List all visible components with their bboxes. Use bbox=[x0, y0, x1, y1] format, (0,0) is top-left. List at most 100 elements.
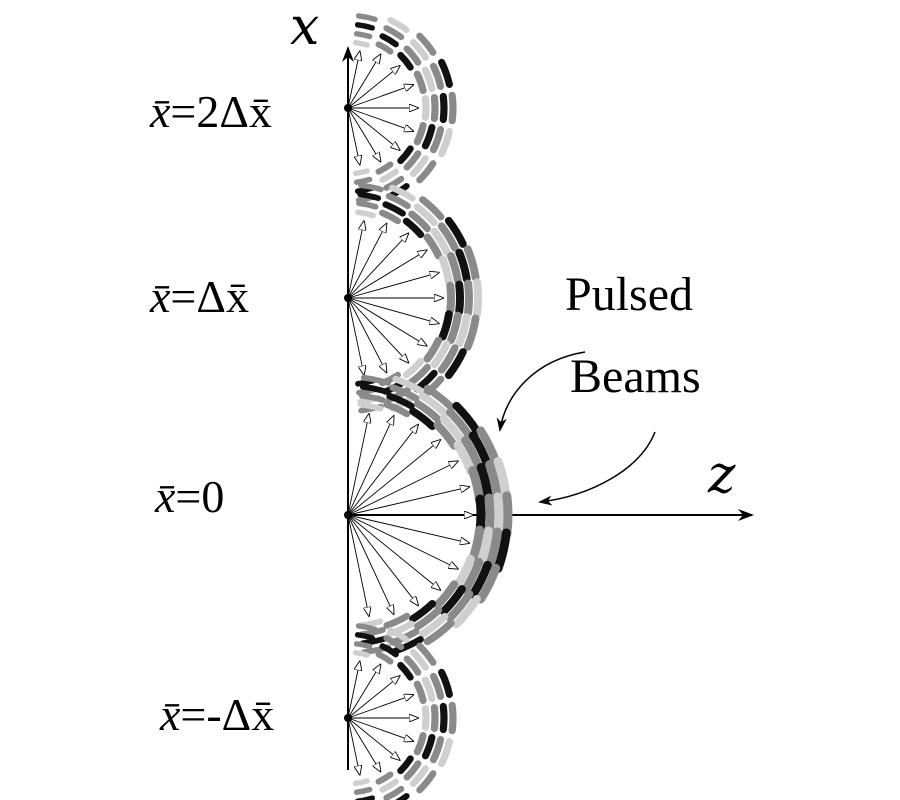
pulse-wavefront bbox=[423, 233, 443, 260]
pulse-wavefront bbox=[429, 672, 445, 700]
callout-line-1: Pulsed bbox=[565, 268, 693, 321]
beam-arrow bbox=[347, 461, 458, 516]
beam-arrow bbox=[347, 233, 408, 299]
pulse-wavefront bbox=[379, 778, 399, 793]
pulse-wavefront bbox=[409, 765, 429, 787]
origin-label-2dx: x̄=2Δx̄ bbox=[149, 86, 272, 137]
beam-arrow bbox=[347, 514, 369, 616]
pulse-wavefront bbox=[446, 590, 474, 622]
pulse-wavefront bbox=[413, 121, 427, 146]
beam-arrow bbox=[347, 224, 387, 299]
x-axis-label: x bbox=[290, 0, 319, 57]
pulse-wavefront bbox=[447, 252, 462, 285]
pulse-wavefront bbox=[403, 760, 422, 781]
pulse-wavefront bbox=[421, 705, 430, 731]
pulse-wavefront bbox=[409, 39, 429, 61]
pulse-wavefront bbox=[409, 599, 437, 623]
pulse-wavefront bbox=[418, 392, 449, 418]
pulse-wavefront bbox=[429, 62, 445, 90]
beam-arrow bbox=[347, 717, 400, 760]
pulse-wavefront bbox=[448, 701, 457, 735]
pulse-wavefront bbox=[421, 66, 436, 93]
origin-label-dx: x̄=Δx̄ bbox=[149, 271, 249, 322]
pulse-wavefront bbox=[383, 25, 405, 41]
beam-arrow bbox=[347, 717, 413, 741]
beam-arrow bbox=[347, 414, 369, 516]
pulse-wavefront bbox=[409, 407, 437, 431]
pulse-wavefront bbox=[430, 227, 451, 256]
pulse-wavefront bbox=[419, 196, 445, 221]
pulse-wavefront bbox=[389, 184, 416, 202]
origin-label-var: x̄ bbox=[154, 471, 176, 522]
pulse-wavefront bbox=[392, 375, 424, 394]
pulse-wavefront bbox=[430, 94, 439, 122]
pulse-wavefront bbox=[455, 280, 465, 316]
pulse-wavefront bbox=[402, 217, 425, 239]
pulse-wavefront bbox=[455, 248, 471, 283]
pulse-wavefront bbox=[358, 392, 386, 403]
pulse-wavefront bbox=[352, 778, 370, 786]
pulse-wavefront bbox=[464, 279, 473, 317]
pulse-wavefront bbox=[409, 155, 429, 177]
beam-arrow bbox=[347, 107, 413, 131]
pulse-wavefront bbox=[430, 704, 439, 732]
pulse-wavefront bbox=[357, 401, 384, 412]
pulse-wavefront bbox=[421, 676, 436, 703]
beam-arrow bbox=[347, 665, 381, 719]
pulse-wavefront bbox=[438, 310, 453, 341]
beam-arrow bbox=[347, 661, 360, 719]
pulse-wavefront bbox=[383, 401, 411, 418]
pulse-wavefront bbox=[452, 594, 481, 629]
pulse-wavefront bbox=[385, 193, 411, 210]
pulse-wavefront bbox=[502, 491, 513, 539]
beam-arrow bbox=[347, 514, 394, 614]
beam-arrow bbox=[347, 717, 381, 771]
pulse-wavefront bbox=[437, 222, 459, 252]
pulse-wavefront bbox=[395, 793, 410, 800]
pulse-wavefront bbox=[438, 668, 453, 698]
pulse-wavefront bbox=[416, 770, 437, 794]
pulse-wavefront bbox=[438, 738, 453, 768]
pulse-wavefront bbox=[463, 245, 480, 282]
beam-arrow bbox=[347, 297, 427, 346]
pulse-wavefront bbox=[473, 278, 483, 318]
beam-arrow bbox=[347, 514, 469, 543]
pulse-wavefront bbox=[416, 160, 437, 184]
beam-arrow bbox=[347, 425, 418, 516]
pulse-wavefront bbox=[423, 336, 443, 363]
pulse-wavefront bbox=[438, 58, 453, 88]
pulse-wavefront bbox=[403, 45, 422, 66]
origin-label-value: =-Δx̄ bbox=[180, 689, 274, 740]
pulse-wavefront bbox=[413, 203, 438, 227]
pulse-wavefront bbox=[403, 150, 422, 171]
pulse-wavefront bbox=[357, 191, 382, 201]
pulse-wavefront bbox=[358, 182, 384, 193]
beam-arrow bbox=[347, 297, 364, 375]
pulse-wavefront bbox=[352, 650, 370, 658]
beam-arrow bbox=[347, 514, 458, 569]
beam-arrow bbox=[347, 107, 400, 150]
beam-arrow bbox=[347, 66, 400, 109]
beam-arrow bbox=[347, 297, 387, 372]
pulse-wavefront bbox=[379, 33, 399, 48]
beam-arrow bbox=[347, 107, 360, 165]
pulse-wavefront bbox=[408, 363, 431, 386]
pulse-wavefront bbox=[352, 168, 370, 176]
pulse-wavefront bbox=[387, 17, 410, 33]
pulse-wavefront bbox=[421, 733, 436, 760]
pulse-wavefront bbox=[413, 680, 427, 705]
pulse-wavefront bbox=[354, 22, 375, 31]
pulse-wavefront bbox=[429, 736, 445, 764]
pulse-wavefront bbox=[397, 145, 414, 165]
beam-arrow bbox=[347, 221, 364, 299]
pulse-wavefront bbox=[429, 126, 445, 154]
beam-arrow bbox=[347, 297, 408, 363]
beam-arrow bbox=[347, 717, 360, 775]
beam-arrow bbox=[347, 487, 469, 516]
beam-arrow bbox=[347, 514, 418, 605]
pulse-wavefront bbox=[413, 731, 427, 756]
callout-pointer-lower bbox=[538, 431, 656, 506]
pulse-wavefront bbox=[468, 525, 484, 564]
pulse-wavefront bbox=[375, 41, 394, 55]
z-axis-label: z bbox=[707, 445, 736, 505]
